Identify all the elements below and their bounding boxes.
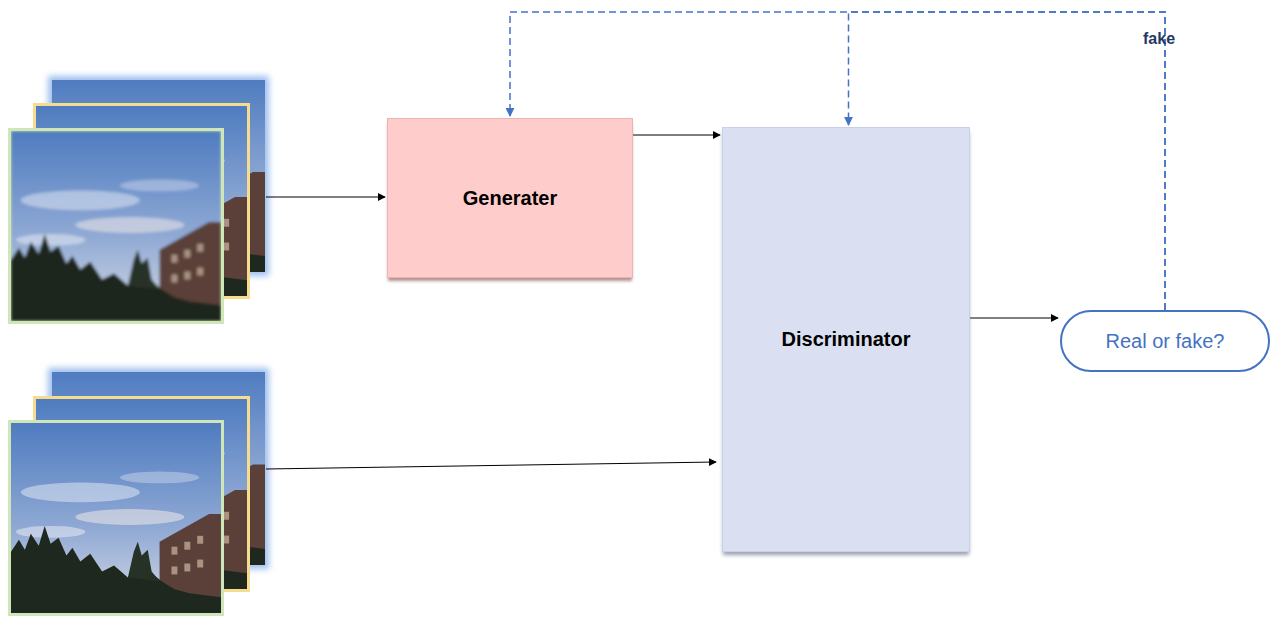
feedback-label: fake	[1143, 30, 1175, 48]
flow-arrow	[633, 135, 720, 136]
target-image-stack	[8, 368, 269, 616]
node-label: Generater	[463, 187, 558, 210]
decision-pill: Real or fake?	[1060, 310, 1270, 372]
target-arrow	[266, 462, 716, 469]
generator-box: Generater	[387, 118, 633, 278]
input-arrow	[266, 197, 385, 198]
discriminator-box: Discriminator	[722, 127, 970, 552]
node-label: Real or fake?	[1106, 330, 1225, 353]
input-image-stack	[8, 76, 269, 324]
flow-arrow	[970, 318, 1058, 319]
node-label: Discriminator	[782, 328, 911, 351]
